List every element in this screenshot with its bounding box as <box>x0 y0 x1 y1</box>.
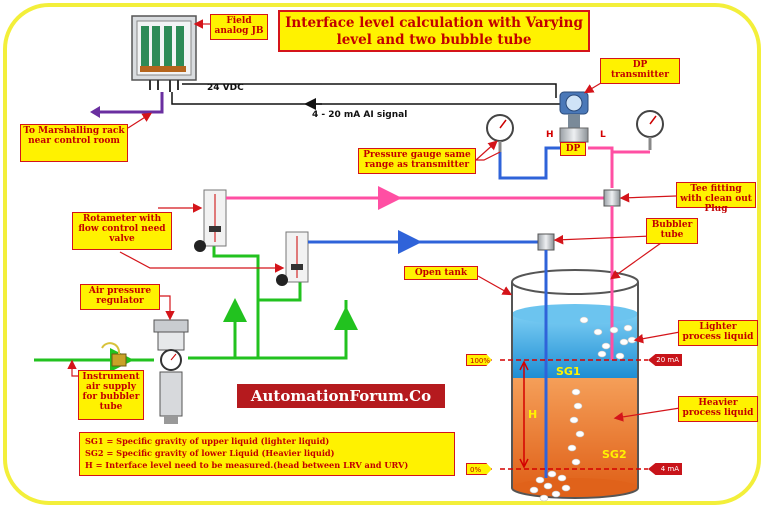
high-side-tag: H <box>546 130 554 140</box>
air-line-rotameter-2 <box>188 300 260 360</box>
dp-transmitter-body <box>559 91 589 143</box>
tee-fitting-label: Tee fitting with clean out Plug <box>676 182 756 214</box>
junction-box <box>131 15 197 92</box>
heavier-liquid-label: Heavier process liquid <box>678 396 758 422</box>
brand-banner: AutomationForum.Co <box>237 384 445 408</box>
tee-fitting-low <box>603 189 621 207</box>
urv-percent-marker: 100% <box>466 354 492 366</box>
rotameter-2 <box>276 231 309 286</box>
legend-line-sg1: SG1 = Specific gravity of upper liquid (… <box>85 436 330 446</box>
field-jb-label: Field analog JB <box>210 14 268 40</box>
air-line-to-rotameter-2 <box>258 282 302 302</box>
legend-box: SG1 = Specific gravity of upper liquid (… <box>79 432 455 476</box>
title-line-1: Interface level calculation with Varying <box>285 15 583 31</box>
low-side-tag: L <box>600 130 606 140</box>
callout-arrows <box>67 19 681 422</box>
air-regulator-label: Air pressure regulator <box>80 284 160 310</box>
dp-tag: DP <box>560 142 586 156</box>
ai-signal-text: 4 - 20 mA AI signal <box>312 110 408 120</box>
high-side-line-upper <box>498 146 564 180</box>
open-tank-label: Open tank <box>404 266 478 280</box>
rotameter-1 <box>194 189 227 252</box>
pressure-gauge-low <box>636 110 664 150</box>
dimension-arrowheads <box>519 360 529 469</box>
lighter-liquid-label: Lighter process liquid <box>678 320 758 346</box>
legend-line-h: H = Interface level need to be measured.… <box>85 460 409 470</box>
marshalling-cable <box>98 92 164 114</box>
rounded-frame <box>3 3 761 505</box>
diagram-title: Interface level calculation with Varying… <box>278 10 590 52</box>
pressure-gauge-label: Pressure gauge same range as transmitter <box>358 148 476 174</box>
pressure-gauge-high <box>486 114 514 152</box>
legend-line-sg2: SG2 = Specific gravity of lower Liquid (… <box>85 448 335 458</box>
sg1-tag: SG1 <box>556 365 581 378</box>
air-line-to-rotameter-1 <box>212 246 260 300</box>
interface-level-tag: H <box>528 408 538 421</box>
vdc-text: 24 VDC <box>207 83 244 93</box>
urv-ma-marker: 20 mA <box>648 354 682 366</box>
ball-valve <box>101 342 127 367</box>
low-side-line-upper <box>588 146 650 188</box>
lrv-percent-marker: 0% <box>466 463 492 475</box>
sg2-tag: SG2 <box>602 448 627 461</box>
air-pressure-regulator <box>153 319 189 424</box>
instrument-air-label: Instrument air supply for bubbler tube <box>78 370 144 420</box>
vdc-line <box>182 83 557 98</box>
rotameter-label: Rotameter with flow control need valve <box>72 212 172 250</box>
air-line-branch <box>258 300 348 360</box>
title-line-2: level and two bubble tube <box>336 32 532 48</box>
bubbler-tube-label: Bubbler tube <box>646 218 698 244</box>
lrv-ma-marker: 4 mA <box>648 463 682 475</box>
ai-signal-line <box>171 92 560 105</box>
tee-fitting-high <box>537 233 555 251</box>
marshalling-arrow-head <box>90 106 100 118</box>
marshalling-label: To Marshalling rack near control room <box>20 124 128 162</box>
dp-transmitter-label: DP transmitter <box>600 58 680 84</box>
bubbles <box>529 316 637 502</box>
